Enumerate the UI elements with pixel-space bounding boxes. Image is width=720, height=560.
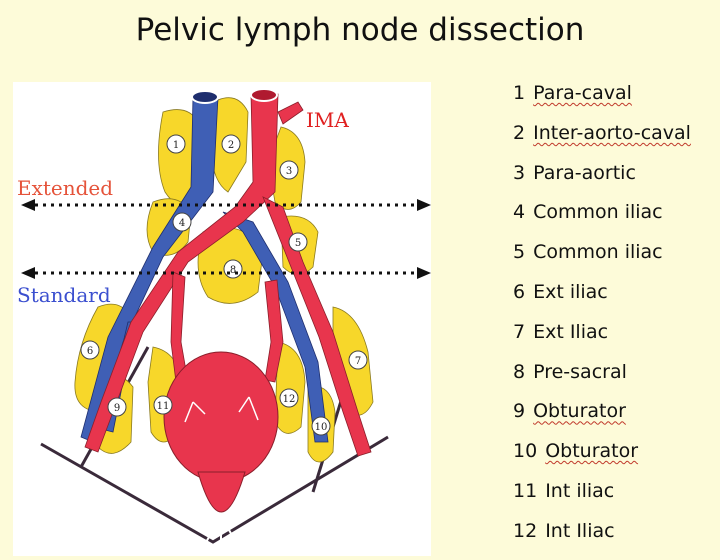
legend-item: 6 Ext iliac xyxy=(513,279,691,319)
vena-cava-opening xyxy=(192,91,218,103)
legend-number: 5 xyxy=(513,239,525,265)
arrow-left-icon xyxy=(21,267,35,279)
legend-number: 4 xyxy=(513,199,525,225)
aorta-opening xyxy=(251,89,277,101)
legend-number: 6 xyxy=(513,279,525,305)
legend-item: 4 Common iliac xyxy=(513,199,691,239)
legend-label: Para-caval xyxy=(533,82,632,104)
legend-item: 5 Common iliac xyxy=(513,239,691,279)
node-number-1: 1 xyxy=(173,140,179,151)
legend-label: Obturator xyxy=(545,440,638,462)
legend-label: Common iliac xyxy=(533,201,663,223)
extended-label: Extended xyxy=(17,176,113,200)
arrow-right-icon xyxy=(417,199,431,211)
standard-label: Standard xyxy=(17,283,111,307)
node-number-5: 5 xyxy=(295,238,301,249)
legend-item: 11 Int iliac xyxy=(513,478,691,518)
node-number-2: 2 xyxy=(228,140,234,151)
node-number-12: 12 xyxy=(283,394,296,405)
legend-label: Common iliac xyxy=(533,241,663,263)
legend-label: Int Iliac xyxy=(545,520,614,542)
legend-number: 10 xyxy=(513,438,537,464)
legend-item: 7 Ext Iliac xyxy=(513,319,691,359)
legend-number: 12 xyxy=(513,518,537,544)
node-number-10: 10 xyxy=(315,422,328,433)
node-number-6: 6 xyxy=(87,346,93,357)
legend-item: 9 Obturator xyxy=(513,398,691,438)
legend-number: 8 xyxy=(513,359,525,385)
legend-label: Ext iliac xyxy=(533,281,608,303)
bladder xyxy=(164,352,278,552)
slide-title: Pelvic lymph node dissection xyxy=(0,12,720,48)
node-number-11: 11 xyxy=(157,401,170,412)
node-number-3: 3 xyxy=(286,166,292,177)
legend-label: Ext Iliac xyxy=(533,321,608,343)
arrow-left-icon xyxy=(21,199,35,211)
legend-number: 7 xyxy=(513,319,525,345)
node-legend: 1 Para-caval 2 Inter-aorto-caval 3 Para-aor… xyxy=(513,80,691,558)
anatomy-diagram-panel: 1 2 3 4 5 6 7 8 9 10 11 12 IMA Extended … xyxy=(13,82,431,556)
legend-item: 10 Obturator xyxy=(513,438,691,478)
legend-item: 1 Para-caval xyxy=(513,80,691,120)
legend-label: Obturator xyxy=(533,400,626,422)
arrow-right-icon xyxy=(417,267,431,279)
legend-number: 1 xyxy=(513,80,525,106)
legend-number: 2 xyxy=(513,120,525,146)
legend-label: Int iliac xyxy=(545,480,614,502)
legend-item: 8 Pre-sacral xyxy=(513,359,691,399)
legend-label: Inter-aorto-caval xyxy=(533,122,691,144)
node-number-9: 9 xyxy=(114,403,120,414)
legend-number: 3 xyxy=(513,160,525,186)
node-number-7: 7 xyxy=(355,356,361,367)
legend-number: 9 xyxy=(513,398,525,424)
ima-label: IMA xyxy=(306,108,349,132)
legend-item: 3 Para-aortic xyxy=(513,160,691,200)
legend-label: Para-aortic xyxy=(533,162,636,184)
legend-item: 12 Int Iliac xyxy=(513,518,691,558)
legend-label: Pre-sacral xyxy=(533,361,627,383)
extended-boundary-line xyxy=(21,199,431,211)
legend-item: 2 Inter-aorto-caval xyxy=(513,120,691,160)
pelvic-anatomy-illustration: 1 2 3 4 5 6 7 8 9 10 11 12 IMA Extended … xyxy=(13,82,431,556)
legend-number: 11 xyxy=(513,478,537,504)
node-number-4: 4 xyxy=(179,218,185,229)
